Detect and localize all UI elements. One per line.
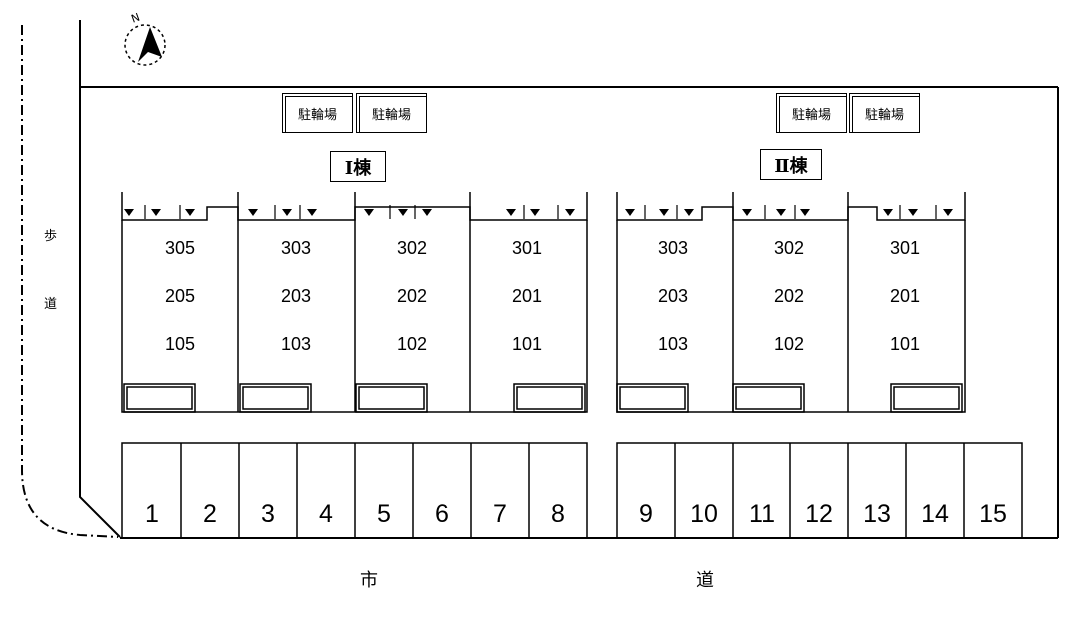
parking-space-number: 15 xyxy=(979,500,1007,528)
building-2-outline xyxy=(616,192,966,413)
parking-space-number: 7 xyxy=(493,500,507,528)
site-boundary-west xyxy=(79,20,121,538)
parking-space-number: 12 xyxy=(805,500,833,528)
room-label: 103 xyxy=(280,334,312,354)
room-label: 203 xyxy=(280,286,312,306)
parking-space-number: 13 xyxy=(863,500,891,528)
parking-space-number: 5 xyxy=(377,500,391,528)
parking-space-number: 8 xyxy=(551,500,565,528)
parking-space-number: 4 xyxy=(319,500,333,528)
parking-space-number: 2 xyxy=(203,500,217,528)
bike-parking-2: 駐輪場 xyxy=(356,93,427,133)
room-label: 301 xyxy=(889,238,921,258)
room-label: 301 xyxy=(511,238,543,258)
sidewalk-line xyxy=(21,25,119,538)
room-label: 205 xyxy=(164,286,196,306)
parking-lot-b xyxy=(616,442,1023,539)
parking-space-number: 14 xyxy=(921,500,949,528)
compass-n-label: N xyxy=(129,11,141,26)
parking-space-number: 3 xyxy=(261,500,275,528)
building-1-outline xyxy=(121,192,588,413)
bike-parking-4: 駐輪場 xyxy=(849,93,920,133)
room-label: 201 xyxy=(511,286,543,306)
parking-lot-a xyxy=(121,442,588,539)
building-2-name: Ⅱ棟 xyxy=(760,149,822,180)
road-label-1: 市 xyxy=(360,570,378,590)
parking-space-number: 1 xyxy=(145,500,159,528)
room-label: 202 xyxy=(773,286,805,306)
room-label: 302 xyxy=(396,238,428,258)
sidewalk-label-1: 歩 xyxy=(44,228,58,243)
bike-parking-1: 駐輪場 xyxy=(282,93,353,133)
sidewalk-label-2: 道 xyxy=(44,296,58,311)
building-1-name: Ⅰ棟 xyxy=(330,151,386,182)
room-label: 105 xyxy=(164,334,196,354)
room-label: 305 xyxy=(164,238,196,258)
room-label: 201 xyxy=(889,286,921,306)
room-label: 102 xyxy=(773,334,805,354)
parking-space-number: 6 xyxy=(435,500,449,528)
room-label: 303 xyxy=(657,238,689,258)
room-label: 303 xyxy=(280,238,312,258)
entrance-ticks xyxy=(144,205,937,219)
road-label-2: 道 xyxy=(696,570,714,590)
bike-parking-3: 駐輪場 xyxy=(776,93,847,133)
room-label: 203 xyxy=(657,286,689,306)
room-label: 101 xyxy=(511,334,543,354)
room-label: 101 xyxy=(889,334,921,354)
room-label: 102 xyxy=(396,334,428,354)
north-arrow-icon xyxy=(124,24,166,66)
room-label: 103 xyxy=(657,334,689,354)
entrance-markers xyxy=(124,209,953,216)
parking-space-number: 10 xyxy=(690,500,718,528)
room-label: 302 xyxy=(773,238,805,258)
parking-space-number: 9 xyxy=(639,500,653,528)
room-label: 202 xyxy=(396,286,428,306)
parking-space-number: 11 xyxy=(749,500,775,528)
